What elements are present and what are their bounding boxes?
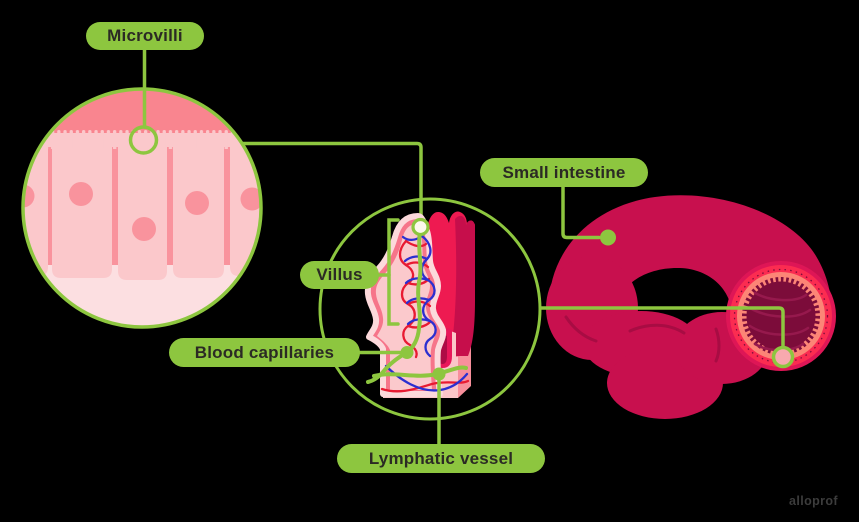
- epithelial-cells: [23, 147, 261, 280]
- label-blood-capillaries: Blood capillaries: [169, 338, 360, 367]
- label-microvilli: Microvilli: [86, 22, 204, 50]
- epithelial-cell: [118, 147, 167, 280]
- small-intestine-organ: [546, 195, 836, 419]
- nucleus: [185, 191, 209, 215]
- label-lymphatic-vessel: Lymphatic vessel: [337, 444, 545, 473]
- label-microvilli-text: Microvilli: [107, 26, 183, 45]
- back-villi-shading: [450, 215, 475, 356]
- epithelial-cell: [52, 147, 112, 278]
- intestine-fold-lines: [564, 315, 721, 363]
- cross-section-dotted-ring: [733, 268, 829, 364]
- nucleus: [69, 182, 93, 206]
- connector-circle-to-villus-tip: [241, 141, 423, 221]
- label-villus: Villus: [300, 261, 379, 289]
- lymphatic-vessel-marker-dot: [432, 367, 446, 381]
- cell-nuclei: [23, 182, 261, 241]
- label-small-intestine-text: Small intestine: [502, 162, 626, 182]
- alloprof-watermark: alloprof: [788, 494, 838, 508]
- connector-circle-to-cross-section: [539, 306, 785, 350]
- connector-small-intestine-label: [561, 184, 601, 240]
- magnifier-circle-border: [21, 87, 263, 329]
- label-blood-capillaries-text: Blood capillaries: [194, 342, 335, 362]
- small-intestine-marker-dot: [600, 229, 616, 246]
- microvilli-fringe: [23, 130, 261, 149]
- nucleus: [23, 184, 35, 208]
- intestine-cross-section: [726, 261, 836, 371]
- villus-bracket: [387, 218, 400, 326]
- nucleus: [132, 217, 156, 241]
- villus-illustration: [364, 211, 475, 398]
- epithelial-cell: [23, 147, 48, 276]
- blood-capillaries-marker-dot: [400, 346, 414, 359]
- label-small-intestine: Small intestine: [480, 158, 648, 187]
- label-villus-text: Villus: [316, 265, 363, 284]
- cross-section-marker-ring: [771, 345, 795, 369]
- label-lymphatic-vessel-text: Lymphatic vessel: [368, 448, 514, 468]
- villus-tip-marker-ring: [411, 217, 430, 237]
- nucleus: [240, 187, 261, 211]
- microvilli-magnifier-circle: [21, 87, 263, 329]
